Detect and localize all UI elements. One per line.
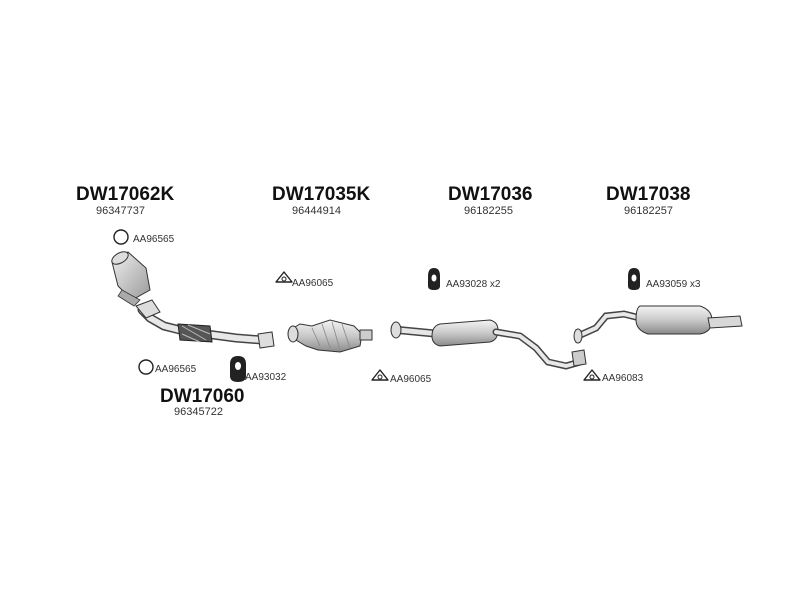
ring-gasket-icon — [138, 359, 154, 375]
section-number-dw17036: 96182255 — [464, 205, 513, 217]
section-number-dw17035k: 96444914 — [292, 205, 341, 217]
triangle-flange-gasket-icon — [371, 369, 389, 381]
rubber-hanger-icon — [628, 268, 640, 290]
section-code-dw17038: DW17038 — [606, 184, 691, 205]
section-code-dw17060: DW17060 — [160, 386, 245, 407]
part-label-aa96065-top: AA96065 — [292, 278, 334, 289]
part-label-aa93028: AA93028 x2 — [446, 279, 501, 290]
part-label-aa93059: AA93059 x3 — [646, 279, 701, 290]
part-label-aa96565-top: AA96565 — [133, 234, 175, 245]
part-label-aa93032: AA93032 — [245, 372, 287, 383]
section-code-dw17062k: DW17062K — [76, 184, 175, 205]
section-number-dw17038: 96182257 — [624, 205, 673, 217]
section-code-dw17035k: DW17035K — [272, 184, 371, 205]
rubber-hanger-icon — [428, 268, 440, 290]
triangle-flange-gasket-icon — [275, 271, 293, 283]
rubber-hanger-icon — [230, 356, 246, 382]
section-number-dw17062k: 96347737 — [96, 205, 145, 217]
rear-silencer-icon — [573, 305, 743, 344]
catalytic-converter-middle-icon — [287, 319, 373, 353]
part-label-aa96083: AA96083 — [602, 373, 644, 384]
section-number-dw17060: 96345722 — [174, 406, 223, 418]
triangle-flange-gasket-icon — [583, 369, 601, 381]
part-label-aa96065-bottom: AA96065 — [390, 374, 432, 385]
ring-gasket-icon — [113, 229, 129, 245]
part-label-aa96565-bottom: AA96565 — [155, 364, 197, 375]
center-silencer-icon — [390, 319, 587, 370]
front-pipe-icon — [135, 299, 275, 349]
catalytic-converter-front-icon — [111, 251, 151, 307]
section-code-dw17036: DW17036 — [448, 184, 533, 205]
